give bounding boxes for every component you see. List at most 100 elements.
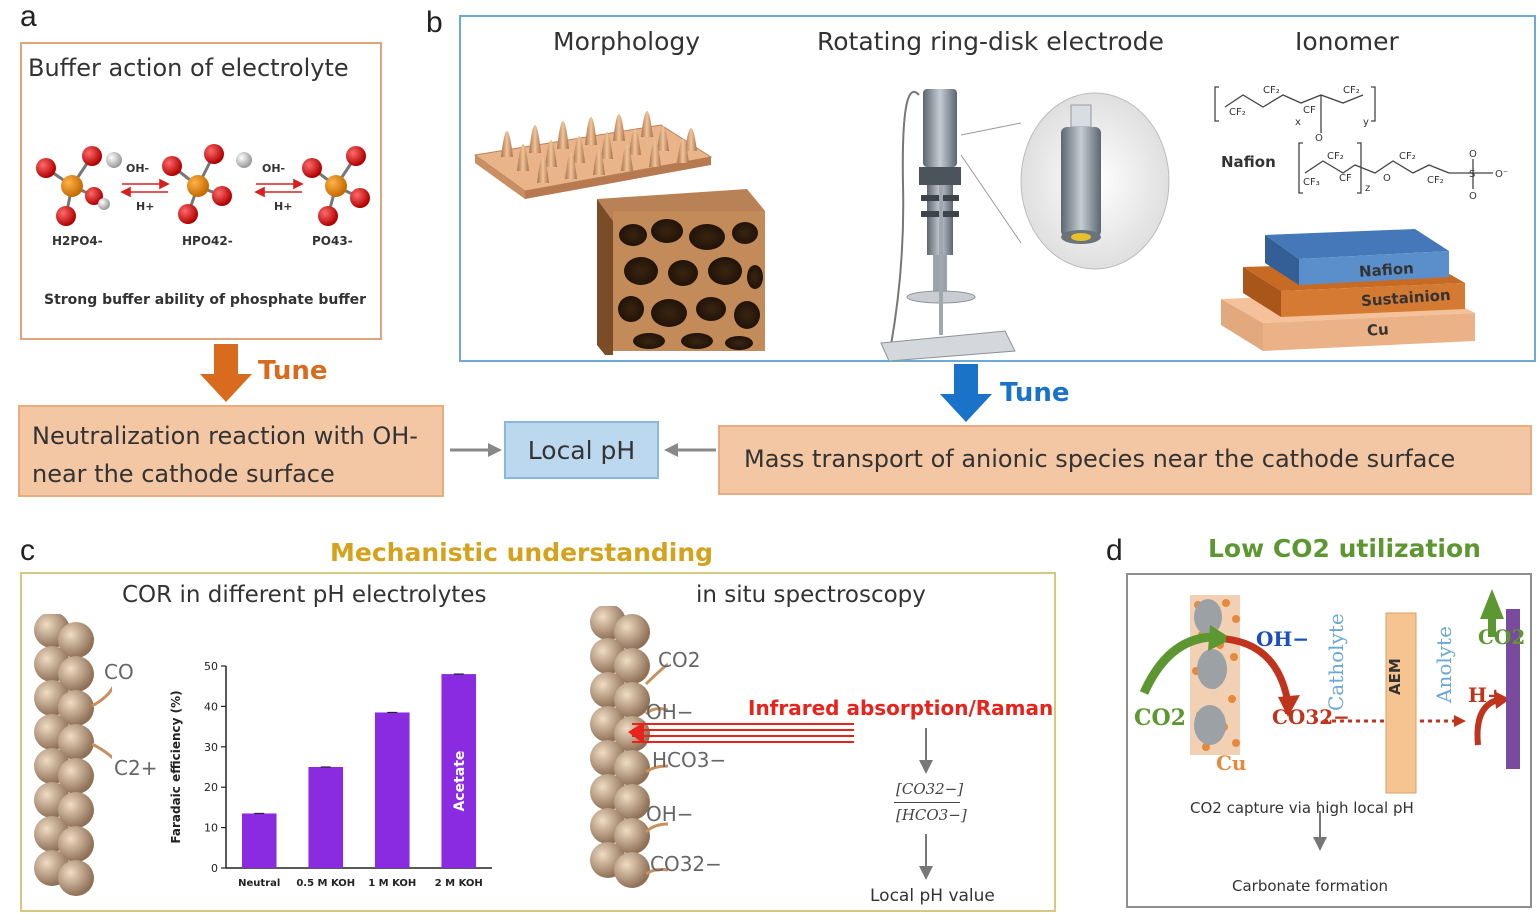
oh-label: OH− bbox=[1256, 627, 1310, 651]
y-tick-label: 0 bbox=[211, 862, 218, 875]
svg-text:O: O bbox=[1469, 149, 1477, 160]
svg-text:CF: CF bbox=[1303, 105, 1316, 116]
mass-transport-text: Mass transport of anionic species near t… bbox=[744, 445, 1456, 473]
tune-arrow-b bbox=[940, 364, 992, 422]
panel-a-title: Buffer action of electrolyte bbox=[28, 54, 349, 82]
tune-label-b: Tune bbox=[1000, 378, 1070, 408]
species-po4: PO43- bbox=[312, 234, 353, 248]
bar bbox=[308, 767, 344, 868]
phosphate-caption: Strong buffer ability of phosphate buffe… bbox=[44, 292, 367, 308]
svg-text:CF₂: CF₂ bbox=[1327, 151, 1344, 162]
ir-label: Infrared absorption/Raman bbox=[748, 696, 1054, 720]
svg-text:O⁻: O⁻ bbox=[1495, 169, 1508, 180]
svg-text:CF₂: CF₂ bbox=[1343, 85, 1360, 96]
ratio-top: [CO32−] bbox=[896, 780, 964, 798]
capture-text: CO2 capture via high local pH bbox=[1190, 799, 1414, 817]
cu-label: Cu bbox=[1216, 751, 1247, 775]
h-label-2: H+ bbox=[274, 200, 293, 213]
y-tick-label: 40 bbox=[204, 700, 218, 713]
equilibrium-arrow-2 bbox=[254, 178, 304, 198]
panel-a-label: a bbox=[20, 0, 37, 33]
svg-text:CF₂: CF₂ bbox=[1229, 107, 1246, 118]
ionomer-layers bbox=[1221, 229, 1475, 351]
arrow-to-local-ph-left bbox=[450, 443, 502, 457]
species-co3: CO32− bbox=[650, 852, 722, 876]
ionomer-title: Ionomer bbox=[1295, 27, 1399, 56]
ph-arrow-down bbox=[919, 834, 933, 880]
svg-text:CF: CF bbox=[1339, 173, 1352, 184]
po4-molecule bbox=[302, 146, 370, 226]
morphology-title: Morphology bbox=[553, 27, 701, 56]
local-ph-box: Local pH bbox=[504, 421, 659, 479]
ratio-bottom: [HCO3−] bbox=[896, 806, 967, 824]
morphology-illustration bbox=[473, 111, 765, 355]
panel-b-label: b bbox=[426, 6, 443, 39]
neutralization-box: Neutralization reaction with OH- near th… bbox=[18, 405, 444, 497]
y-tick-label: 30 bbox=[204, 741, 218, 754]
svg-text:CF₂: CF₂ bbox=[1399, 151, 1416, 162]
layer-nafion: Nafion bbox=[1358, 259, 1415, 281]
phosphate-molecules bbox=[36, 144, 370, 226]
x-tick-label: 0.5 M KOH bbox=[296, 878, 355, 889]
c2-label: C2+ bbox=[114, 756, 158, 780]
svg-text:z: z bbox=[1365, 183, 1370, 194]
layer-cu: Cu bbox=[1366, 320, 1390, 340]
svg-text:O: O bbox=[1315, 133, 1323, 144]
rrde-title: Rotating ring-disk electrode bbox=[817, 27, 1164, 56]
panel-d-label: d bbox=[1106, 534, 1123, 567]
panel-c-label: c bbox=[20, 534, 35, 567]
hpo4-molecule bbox=[162, 144, 252, 224]
co2-left: CO2 bbox=[1134, 705, 1186, 731]
bar bbox=[441, 674, 477, 868]
low-co2-heading: Low CO2 utilization bbox=[1208, 534, 1481, 563]
rrde-illustration bbox=[880, 89, 1170, 361]
y-tick-label: 50 bbox=[204, 660, 218, 673]
species-oh-2: OH− bbox=[646, 802, 694, 826]
species-hpo4: HPO42- bbox=[182, 234, 233, 248]
nafion-structure-label: Nafion bbox=[1221, 153, 1276, 171]
svg-text:O: O bbox=[1383, 173, 1391, 184]
arrow-to-local-ph-right bbox=[664, 443, 716, 457]
svg-text:x: x bbox=[1295, 117, 1301, 128]
bar bbox=[241, 813, 277, 868]
panel-c-box: COR in different pH electrolytes in situ… bbox=[20, 572, 1056, 912]
species-oh-1: OH− bbox=[646, 700, 694, 724]
h-plus-label: H+ bbox=[1468, 683, 1504, 707]
cor-title: COR in different pH electrolytes bbox=[122, 582, 487, 608]
equilibrium-arrow-1 bbox=[120, 178, 170, 198]
h2po4-molecule bbox=[36, 146, 122, 226]
y-tick-label: 10 bbox=[204, 822, 218, 835]
catalyst-stack-left bbox=[34, 614, 112, 896]
svg-text:CF₂: CF₂ bbox=[1427, 175, 1444, 186]
aem-label: AEM bbox=[1386, 658, 1404, 695]
spectroscopy-title: in situ spectroscopy bbox=[696, 582, 926, 608]
species-co2: CO2 bbox=[658, 648, 701, 672]
svg-text:O: O bbox=[1469, 191, 1477, 202]
svg-text:S: S bbox=[1469, 169, 1475, 180]
oh-label-2: OH- bbox=[262, 162, 286, 175]
tune-label-a: Tune bbox=[258, 356, 328, 386]
oh-label-1: OH- bbox=[126, 162, 150, 175]
panel-d-box: CO2 OH− CO32− Cu Catholyte AEM Anolyte H… bbox=[1126, 573, 1532, 908]
svg-text:y: y bbox=[1363, 117, 1369, 128]
catholyte-label: Catholyte bbox=[1324, 613, 1348, 711]
chart-bars bbox=[241, 673, 477, 868]
cu-particles bbox=[1190, 595, 1240, 755]
catalyst-stack-right bbox=[590, 606, 668, 888]
carbonate-text: Carbonate formation bbox=[1232, 877, 1389, 895]
svg-text:CF₃: CF₃ bbox=[1303, 177, 1320, 188]
species-hco3: HCO3− bbox=[652, 748, 727, 772]
neutralization-text: Neutralization reaction with OH- near th… bbox=[32, 422, 418, 488]
x-tick-label: 1 M KOH bbox=[368, 878, 416, 889]
co2-right: CO2 bbox=[1478, 625, 1526, 649]
tune-arrow-a bbox=[200, 344, 252, 402]
mechanistic-heading: Mechanistic understanding bbox=[330, 538, 714, 567]
x-tick-label: 2 M KOH bbox=[435, 878, 483, 889]
co-label: CO bbox=[104, 660, 134, 684]
panel-a-box: Buffer action of electrolyte bbox=[20, 42, 382, 340]
anolyte-label: Anolyte bbox=[1432, 626, 1456, 703]
ratio-bar bbox=[894, 802, 960, 803]
panel-b-box: Morphology Rotating ring-disk electrode … bbox=[459, 15, 1536, 362]
